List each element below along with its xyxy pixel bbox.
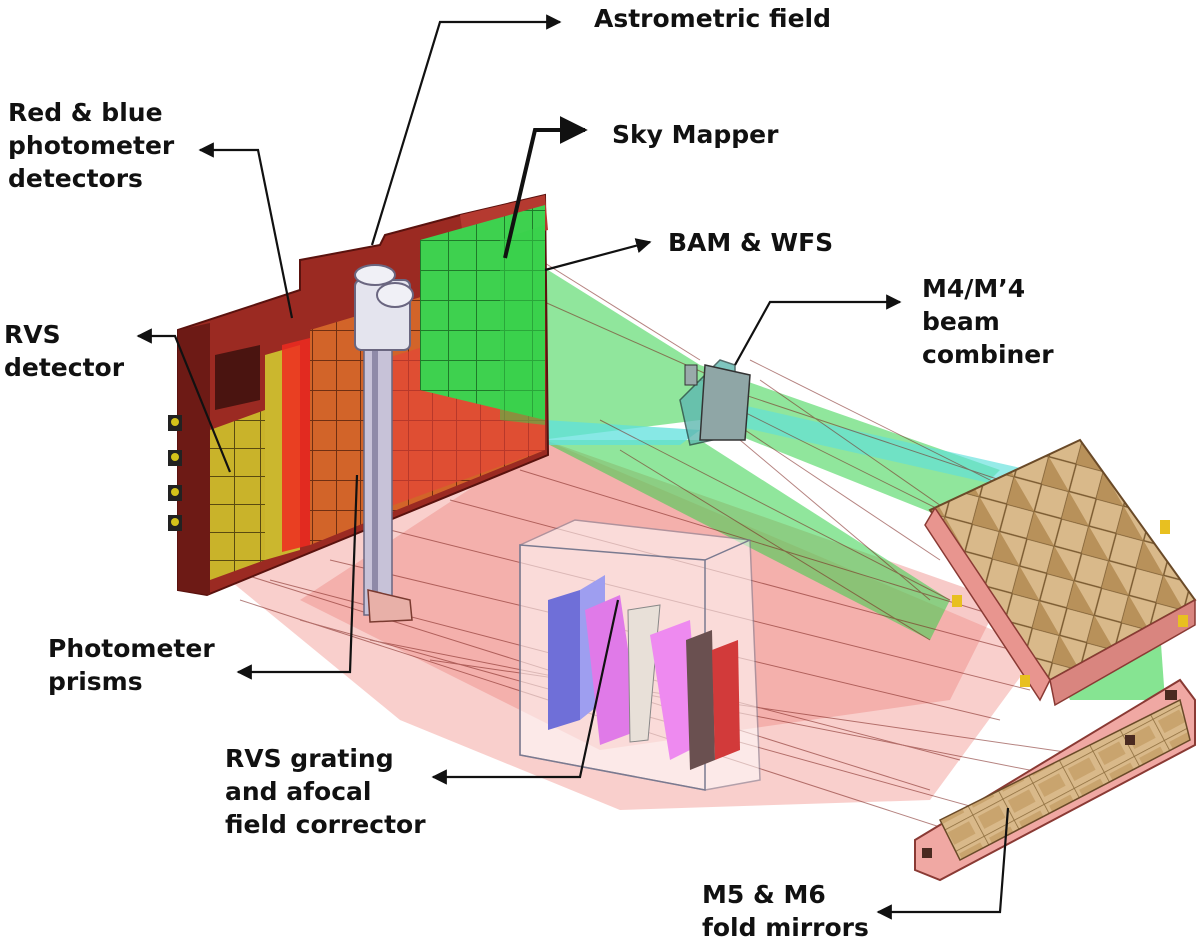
label-bam-wfs: BAM & WFS	[668, 228, 834, 257]
focal-plane-assembly	[168, 193, 550, 597]
leader-photometer-detectors	[198, 142, 294, 319]
m6-mirror	[914, 678, 1196, 882]
label-photometer-prisms: Photometer prisms	[48, 634, 215, 696]
label-red-blue-photometer: Red & blue photometer detectors	[8, 98, 175, 193]
m5-mirror	[924, 438, 1197, 707]
leader-rvs-grating	[431, 599, 620, 785]
leader-fold-mirrors	[876, 807, 1010, 920]
leader-photometer-prisms	[236, 474, 359, 680]
label-sky-mapper: Sky Mapper	[612, 120, 779, 149]
label-astrometric-field: Astrometric field	[594, 4, 832, 33]
leader-lines	[136, 14, 1010, 920]
leader-bam-wfs	[544, 238, 652, 272]
label-m5-m6-fold-mirrors: M5 & M6 fold mirrors	[702, 880, 869, 942]
label-rvs-grating: RVS grating and afocal field corrector	[225, 744, 426, 839]
leader-m4-beam-combiner	[734, 294, 902, 366]
m4-beam-combiner	[679, 359, 751, 446]
leader-sky-mapper	[503, 116, 588, 259]
leader-rvs-detector	[136, 328, 232, 473]
rvs-grating-box	[519, 519, 761, 791]
photometer-prism-column	[354, 264, 414, 623]
label-rvs-detector: RVS detector	[4, 320, 125, 382]
leader-astrometric-field	[370, 14, 562, 246]
label-m4-beam-combiner: M4/M’4 beam combiner	[922, 274, 1054, 369]
